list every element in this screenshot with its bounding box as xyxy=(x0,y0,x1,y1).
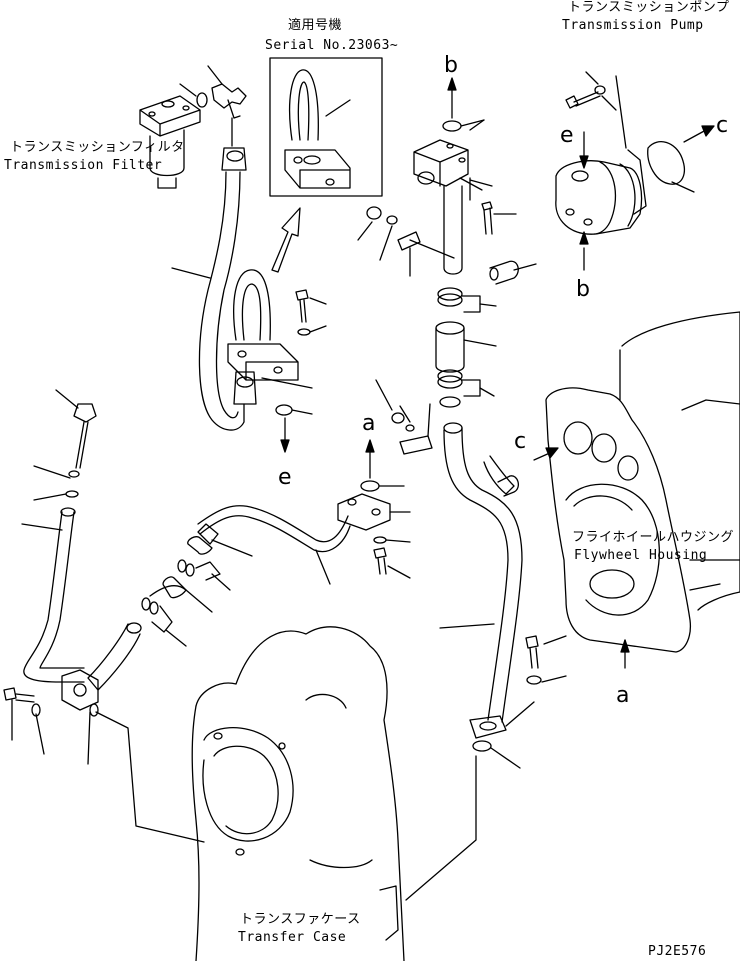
pipe-left-flange xyxy=(61,669,205,843)
tube-bracket xyxy=(337,493,411,579)
upper-block xyxy=(413,119,485,187)
hose-end-fitting xyxy=(233,371,257,405)
transfer-case xyxy=(191,626,405,961)
vertical-tube-upper xyxy=(443,177,493,275)
flywheel-housing xyxy=(545,311,740,653)
flywheel-label-en: Flywheel Housing xyxy=(574,548,708,563)
pipe-left-long xyxy=(21,507,85,683)
drawing-code: PJ2E576 xyxy=(648,944,707,959)
arrow-a-right xyxy=(620,639,630,669)
bolt-washer-1 xyxy=(295,289,327,336)
arrow-b-top xyxy=(447,77,457,119)
bolt-washer-right xyxy=(525,635,567,685)
arrow-b-pump xyxy=(579,231,589,271)
ref-e-pump: e xyxy=(560,123,575,148)
hose-clamp-lower xyxy=(437,369,495,397)
arrow-c-flywheel xyxy=(533,447,559,461)
long-tube-right xyxy=(439,422,523,723)
inset-arrow xyxy=(271,207,301,273)
ref-c-flywheel: c xyxy=(514,429,527,454)
ref-b-top: b xyxy=(444,53,459,78)
ref-b-pump: b xyxy=(576,277,591,302)
pipe-lower-left xyxy=(87,622,142,691)
o-ring-mid xyxy=(439,396,461,408)
leader-block xyxy=(469,119,485,131)
pump-bolt xyxy=(565,71,617,111)
dipstick xyxy=(33,389,97,501)
filter-label-en: Transmission Filter xyxy=(4,158,163,173)
serial-label-jp: 適用号機 xyxy=(288,18,343,33)
leader-transfer-right xyxy=(405,755,477,901)
middle-pipe xyxy=(187,505,351,585)
ref-c-pump: c xyxy=(716,113,729,138)
ref-e-left: e xyxy=(278,465,293,490)
bolt-upper-right xyxy=(481,201,517,235)
clamp-lower xyxy=(375,379,433,455)
transmission-filter xyxy=(139,95,201,189)
hose-clamp-upper xyxy=(437,287,497,313)
arrow-e-pump xyxy=(579,131,589,169)
pump-label-jp: トランスミッションポンプ xyxy=(568,0,730,15)
bolt-left-low xyxy=(3,687,45,755)
hose-clamp-b xyxy=(141,597,187,647)
rubber-hose-short xyxy=(435,321,497,373)
pump-leader xyxy=(615,75,627,149)
transmission-pump xyxy=(555,149,647,235)
ref-a-right: a xyxy=(616,683,630,708)
clamp-upper xyxy=(357,206,455,277)
leader-flange xyxy=(261,377,313,389)
arrow-c-pump xyxy=(683,125,715,143)
serial-label-en: Serial No.23063~ xyxy=(265,38,399,53)
filter-hose xyxy=(171,117,247,431)
arrow-e-left xyxy=(280,417,290,453)
hose-clamp-a xyxy=(177,559,231,591)
rubber-hose-mid xyxy=(149,576,213,613)
pump-label-en: Transmission Pump xyxy=(562,18,704,33)
u-tube-assembly xyxy=(227,269,299,381)
filter-label-jp: トランスミッションフィルタ xyxy=(10,140,185,155)
elbow-fitting-upper xyxy=(489,260,537,285)
filter-fitting xyxy=(179,65,247,119)
transfer-label-en: Transfer Case xyxy=(238,930,347,945)
pump-gasket xyxy=(647,141,695,193)
tube-bottom-flange xyxy=(469,701,535,769)
arrow-a-mid xyxy=(360,439,405,492)
elbow-fitting-mid xyxy=(483,455,520,497)
serial-inset xyxy=(269,57,383,197)
o-ring-left xyxy=(275,404,313,416)
flywheel-label-jp: フライホイールハウジング xyxy=(572,530,735,545)
ref-a-mid: a xyxy=(362,411,376,436)
transfer-label-jp: トランスファケース xyxy=(240,912,361,927)
